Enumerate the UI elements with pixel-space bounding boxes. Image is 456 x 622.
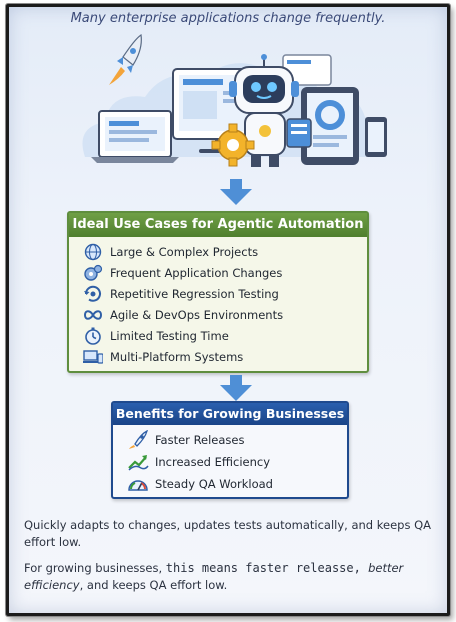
- summary-paragraph: Quickly adapts to changes, updates tests…: [24, 518, 432, 549]
- robot-icon: [229, 54, 312, 167]
- down-arrow-icon: [216, 179, 256, 205]
- use-cases-panel: Ideal Use Cases for Agentic Automation L…: [67, 211, 369, 373]
- rocket-icon: [109, 33, 142, 85]
- benefit-label: Faster Releases: [155, 433, 245, 447]
- list-item: Large & Complex Projects: [83, 241, 367, 262]
- benefit-label: Increased Efficiency: [155, 455, 271, 469]
- list-item: Frequent Application Changes: [83, 262, 367, 283]
- use-case-label: Repetitive Regression Testing: [110, 286, 279, 301]
- list-item: Multi-Platform Systems: [83, 346, 367, 367]
- refresh-target-icon: [84, 285, 101, 302]
- down-arrow-icon: [216, 375, 256, 401]
- business-paragraph: For growing businesses, this means faste…: [24, 560, 444, 594]
- list-item: Limited Testing Time: [83, 325, 367, 346]
- stopwatch-icon: [85, 327, 101, 345]
- list-item: Increased Efficiency: [127, 451, 347, 473]
- list-item: Faster Releases: [127, 429, 347, 451]
- business-paragraph-part2: this means faster releasse,: [165, 561, 369, 575]
- gears-icon: [84, 264, 103, 281]
- use-case-label: Frequent Application Changes: [110, 265, 283, 280]
- use-case-label: Large & Complex Projects: [110, 244, 259, 259]
- rocket-icon: [129, 430, 148, 449]
- use-case-label: Multi-Platform Systems: [110, 349, 244, 364]
- devices-icon: [83, 349, 103, 364]
- gauge-icon: [128, 480, 148, 491]
- list-item: Steady QA Workload: [127, 473, 347, 495]
- globe-network-icon: [84, 243, 102, 260]
- business-paragraph-part4: , and keeps QA effort low.: [79, 578, 228, 592]
- list-item: Agile & DevOps Environments: [83, 304, 367, 325]
- top-caption: Many enterprise applications change freq…: [70, 11, 386, 26]
- business-paragraph-part3: better efficiency: [24, 561, 404, 592]
- list-item: Repetitive Regression Testing: [83, 283, 367, 304]
- hero-illustration: [82, 33, 387, 167]
- benefits-title: Benefits for Growing Businesses: [113, 403, 347, 425]
- use-case-label: Limited Testing Time: [110, 328, 229, 343]
- infinity-icon: [83, 309, 103, 320]
- benefit-label: Steady QA Workload: [155, 477, 273, 491]
- use-cases-title: Ideal Use Cases for Agentic Automation: [69, 213, 367, 237]
- gear-icon: [211, 123, 255, 167]
- business-paragraph-part1: For growing businesses,: [24, 561, 166, 575]
- growth-arrow-icon: [128, 455, 149, 471]
- benefits-panel: Benefits for Growing Businesses Faster R…: [111, 401, 349, 499]
- use-case-label: Agile & DevOps Environments: [110, 307, 284, 322]
- infographic-frame: Many enterprise applications change freq…: [6, 4, 450, 616]
